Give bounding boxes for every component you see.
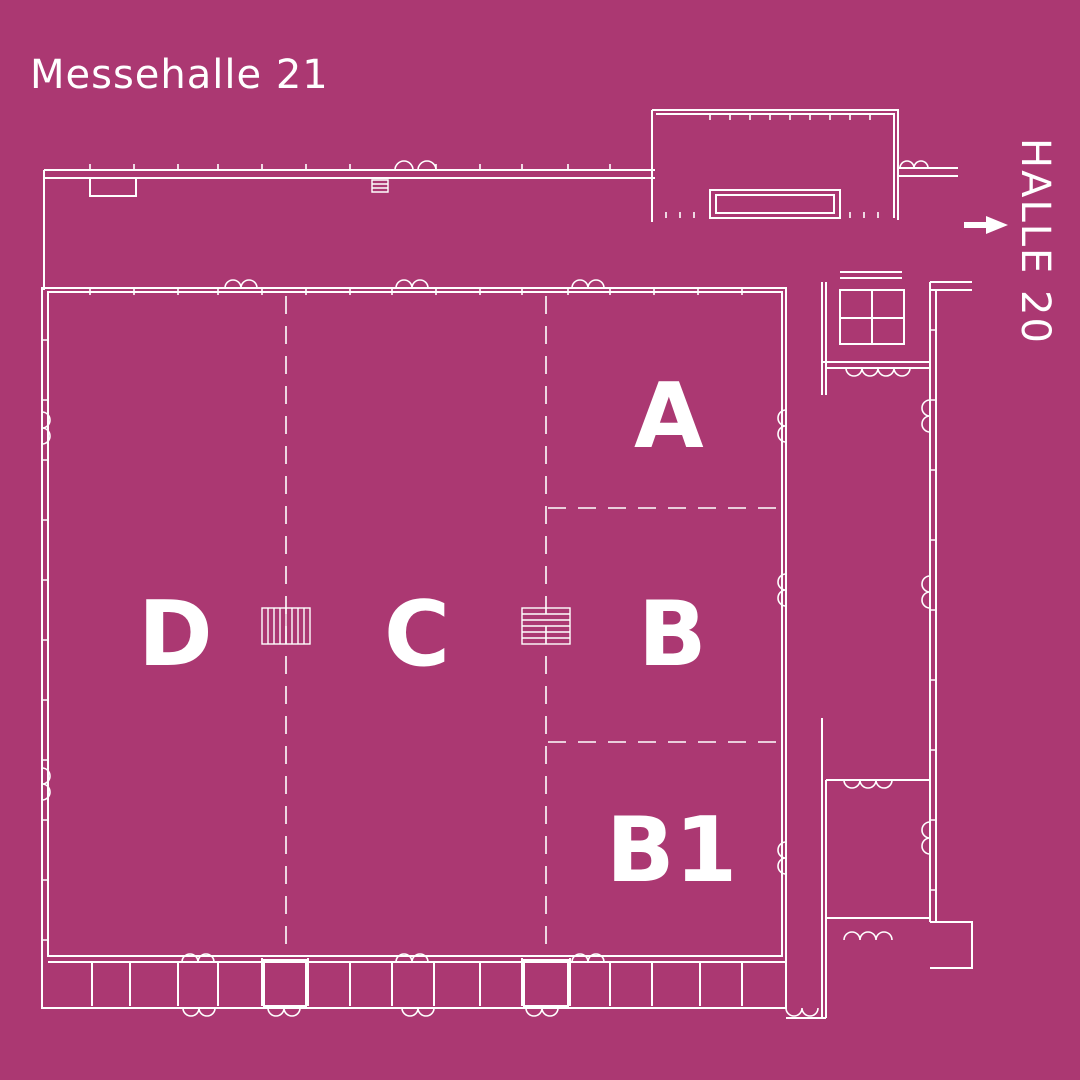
door-icon <box>182 1007 216 1017</box>
east-outer-wall <box>929 281 973 969</box>
east-corridor-gallery <box>822 361 930 369</box>
east-corridor-walls <box>786 282 930 1019</box>
door-icon <box>845 367 911 377</box>
neighbor-hall-label: HALLE 20 <box>1012 138 1058 345</box>
annex-counter-inner <box>715 194 835 214</box>
corridor-booth <box>89 177 137 197</box>
east-service-cells <box>840 290 904 344</box>
door-icon <box>401 1007 435 1017</box>
corridor-ticks <box>89 164 611 170</box>
staircase-icon <box>521 607 571 645</box>
door-icon <box>394 160 437 171</box>
annex-counter <box>709 189 841 219</box>
zone-c-label: C <box>384 582 451 687</box>
zone-b1-label: B1 <box>606 798 738 903</box>
door-icon <box>395 953 429 963</box>
door-icon <box>395 279 429 289</box>
door-icon <box>571 279 605 289</box>
door-icon <box>777 841 787 875</box>
annex-ticks <box>665 114 879 218</box>
east-wall-ticks <box>930 329 936 891</box>
staircase-icon <box>371 179 389 193</box>
west-wall-ticks <box>42 339 48 941</box>
zone-b-label: B <box>638 582 707 687</box>
arrow-right-icon <box>964 216 1008 234</box>
door-icon <box>224 279 258 289</box>
door-icon <box>777 409 787 443</box>
door-icon <box>41 767 51 801</box>
door-icon <box>181 953 215 963</box>
zone-a-label: A <box>634 364 704 469</box>
door-icon <box>843 931 893 941</box>
door-icon <box>899 160 929 169</box>
door-icon <box>571 953 605 963</box>
door-icon <box>777 573 787 607</box>
door-icon <box>525 1007 559 1017</box>
door-icon <box>921 821 931 855</box>
door-icon <box>843 779 893 789</box>
main-hall-outer-wall <box>41 287 787 1009</box>
stair-box-south-1 <box>263 959 307 1007</box>
hall-title: Messehalle 21 <box>30 52 329 98</box>
door-icon <box>921 399 931 433</box>
service-rooms <box>48 958 786 1006</box>
staircase-icon <box>261 607 311 645</box>
stair-box-south-2 <box>523 959 569 1007</box>
annex-east-corridor <box>898 167 958 177</box>
east-service-top <box>840 271 902 279</box>
door-icon <box>921 575 931 609</box>
north-wall-ticks <box>89 288 743 295</box>
north-annex-wall <box>651 109 899 222</box>
zone-d-label: D <box>138 582 213 687</box>
door-icon <box>785 1007 819 1017</box>
door-icon <box>41 411 51 445</box>
door-icon <box>267 1007 301 1017</box>
